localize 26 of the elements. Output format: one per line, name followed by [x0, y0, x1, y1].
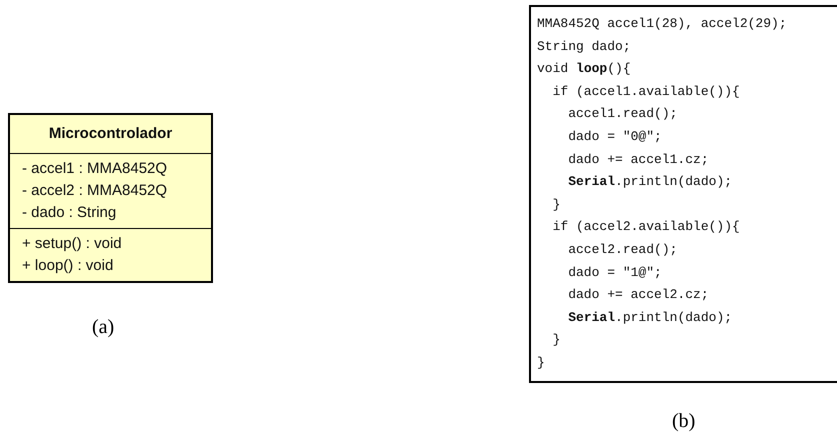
code-line: dado += accel1.cz;: [567, 150, 710, 169]
code-line: }: [552, 196, 562, 214]
figure-caption: (b): [672, 410, 696, 433]
code-line: void loop(){: [537, 60, 632, 78]
code-line: Serial.println(dado);: [567, 173, 734, 192]
class-box: [8, 113, 213, 283]
code-line: dado += accel2.cz;: [567, 286, 710, 304]
code-line: }: [537, 354, 546, 372]
code-line: String dado;: [537, 38, 632, 56]
code-line: MMA8452Q accel1(28), accel2(29);: [537, 15, 788, 33]
class-name: Microcontrolador: [48, 124, 174, 144]
attribute-text: - dado : String: [22, 203, 118, 223]
code-line: if (accel1.available()){: [552, 82, 741, 101]
code-line: accel1.read();: [567, 105, 678, 124]
figure-caption: (a): [92, 316, 114, 339]
code-line: }: [552, 331, 562, 350]
code-line: if (accel2.available()){: [552, 218, 741, 236]
attribute-text: - accel2 : MMA8452Q: [22, 181, 168, 201]
code-line: Serial.println(dado);: [567, 308, 734, 327]
code-line: dado = "0@";: [567, 128, 663, 146]
attribute-text: - accel1 : MMA8452Q: [22, 159, 168, 179]
code-listing-box: [529, 5, 837, 382]
method-text: + setup() : void: [22, 234, 123, 254]
method-text: + loop() : void: [22, 256, 114, 276]
code-line: accel2.read();: [567, 240, 678, 259]
code-line: dado = "1@";: [567, 264, 663, 282]
